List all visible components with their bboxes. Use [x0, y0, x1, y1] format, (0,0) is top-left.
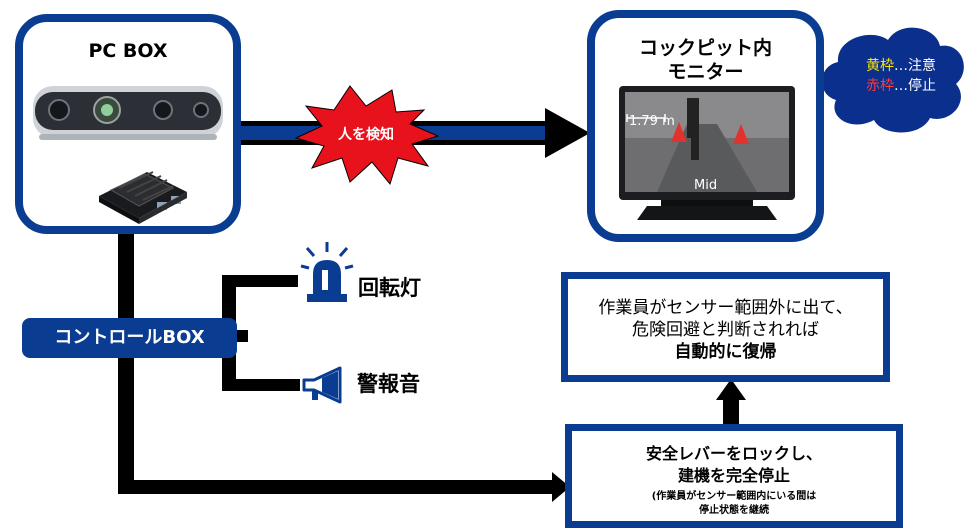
- bubble-text: 黄枠…注意 赤枠…停止: [846, 56, 956, 96]
- cockpit-title-line1: コックピット内: [638, 37, 772, 59]
- cockpit-monitor-box: コックピット内 モニター 1.79 m Mid: [587, 10, 824, 242]
- stop-line1: 安全レバーをロックし、: [645, 444, 822, 463]
- bubble-red-row: 赤枠…停止: [846, 76, 956, 96]
- cockpit-title-line2: モニター: [667, 61, 744, 83]
- recovery-line2: 危険回避と判断されれば: [632, 320, 819, 340]
- stop-line3: (作業員がセンサー範囲内にいる間は: [651, 491, 817, 502]
- stop-line4: 停止状態を継続: [699, 505, 769, 516]
- monitor-zone: Mid: [694, 178, 718, 193]
- stop-line2: 建機を完全停止: [677, 466, 790, 485]
- monitor-distance: 1.79 m: [629, 114, 675, 129]
- bracket-bottom-line: [222, 379, 300, 391]
- stop-box: 安全レバーをロックし、 建機を完全停止 (作業員がセンサー範囲内にいる間は 停止…: [565, 424, 903, 528]
- pc-box: PC BOX: [15, 14, 241, 234]
- yellow-frame-label: 黄枠: [866, 58, 894, 74]
- red-frame-label: 赤枠: [866, 78, 894, 94]
- pc-box-title: PC BOX: [88, 40, 168, 62]
- yellow-frame-meaning: …注意: [894, 58, 936, 74]
- recovery-box: 作業員がセンサー範囲外に出て、 危険回避と判断されれば 自動的に復帰: [561, 272, 890, 382]
- megaphone-icon: [302, 366, 342, 404]
- depth-camera-image: [33, 86, 223, 140]
- up-arrowhead: [716, 379, 746, 400]
- detection-burst: [294, 85, 440, 186]
- thought-bubble: [821, 27, 964, 133]
- computer-board-image: [99, 171, 187, 224]
- rotating-light-icon: [300, 242, 354, 302]
- red-frame-meaning: …停止: [894, 78, 936, 94]
- alarm-label: 警報音: [357, 372, 420, 396]
- control-box: コントロールBOX: [22, 318, 237, 358]
- up-arrow-shaft: [723, 398, 739, 428]
- bottom-arrowhead: [552, 472, 570, 502]
- bottom-line: [118, 480, 556, 494]
- bracket-top-line: [222, 275, 298, 287]
- recovery-line1: 作業員がセンサー範囲外に出て、: [598, 298, 853, 318]
- main-vertical-line: [118, 232, 134, 494]
- rotating-light-label: 回転灯: [358, 276, 421, 300]
- recovery-line3: 自動的に復帰: [674, 342, 777, 362]
- detection-label: 人を検知: [338, 127, 394, 143]
- cockpit-monitor-title: コックピット内 モニター: [595, 36, 816, 84]
- bubble-yellow-row: 黄枠…注意: [846, 56, 956, 76]
- detection-arrowhead: [545, 108, 590, 158]
- monitor-image: [619, 86, 795, 220]
- bracket-stub: [236, 330, 248, 342]
